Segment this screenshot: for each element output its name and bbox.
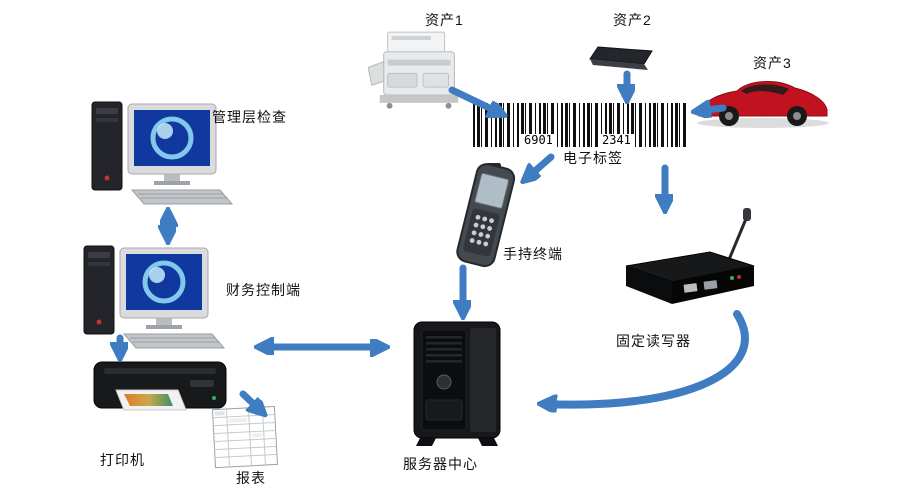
barcode-digits-right: 2341: [599, 134, 634, 147]
management-computer-image: [88, 98, 238, 210]
management-label: 管理层检查: [212, 109, 287, 125]
printer-image: [90, 356, 235, 418]
fixed-reader-image: [612, 208, 762, 323]
finance-label: 财务控制端: [226, 282, 301, 298]
barcode-digits-left: 6901: [521, 134, 556, 147]
report-sheet-image: [206, 406, 286, 470]
report-label: 报表: [236, 470, 266, 486]
laptop-image: [588, 44, 662, 72]
printer-label: 打印机: [100, 452, 145, 468]
server-label: 服务器中心: [403, 456, 478, 472]
etag-label: 电子标签: [563, 150, 623, 166]
car-image: [693, 68, 833, 130]
arrow-reader-to-server: [545, 310, 749, 405]
asset3-label: 资产3: [753, 55, 792, 71]
handheld-terminal-image: [438, 163, 533, 273]
handheld-label: 手持终端: [503, 246, 563, 262]
photocopier-image: [368, 26, 476, 110]
finance-computer-image: [80, 242, 230, 354]
asset2-label: 资产2: [613, 12, 652, 28]
barcode-image: 6901 2341: [473, 103, 689, 147]
asset1-label: 资产1: [425, 12, 464, 28]
server-image: [392, 320, 522, 448]
fixed-reader-label: 固定读写器: [616, 333, 691, 349]
